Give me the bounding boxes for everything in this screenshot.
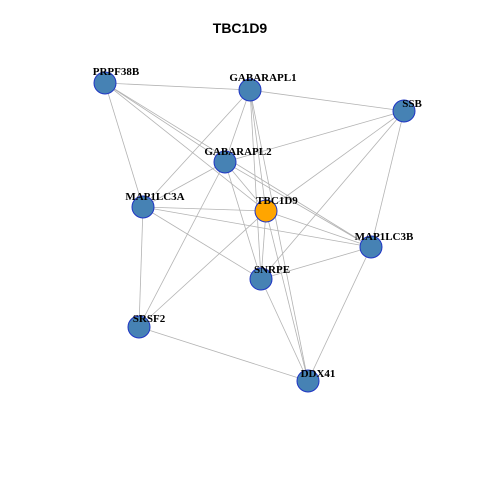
node-circle-snrpe [249, 267, 273, 291]
edge-prpf38b-gabarapl2 [104, 82, 226, 163]
node-ddx41: DDX41 [296, 368, 336, 393]
edge-prpf38b-map1lc3a [104, 82, 144, 208]
node-label-ssb: SSB [402, 98, 422, 110]
edge-prpf38b-map1lc3b [104, 82, 372, 248]
edge-ssb-tbc1d9 [265, 110, 405, 212]
node-label-tbc1d9: TBC1D9 [256, 195, 298, 207]
edge-gabarapl2-map1lc3a [142, 161, 226, 208]
edge-gabarapl2-snrpe [224, 161, 262, 280]
edge-snrpe-ddx41 [260, 278, 309, 382]
edge-prpf38b-gabarapl1 [104, 82, 251, 91]
edge-ssb-snrpe [260, 110, 405, 280]
edge-gabarapl2-map1lc3b [224, 161, 372, 248]
edge-map1lc3a-snrpe [142, 206, 262, 280]
node-circle-ssb [392, 99, 416, 123]
edge-ssb-gabarapl2 [224, 110, 405, 163]
node-circle-ddx41 [296, 369, 320, 393]
node-circle-tbc1d9 [254, 199, 278, 223]
node-snrpe: SNRPE [249, 264, 290, 291]
node-gabarapl2: GABARAPL2 [204, 146, 272, 174]
edge-map1lc3b-snrpe [260, 246, 372, 280]
edge-map1lc3a-map1lc3b [142, 206, 372, 248]
node-circle-gabarapl1 [238, 78, 262, 102]
edge-gabarapl2-srsf2 [138, 161, 226, 328]
edge-gabarapl1-snrpe [249, 89, 262, 280]
node-srsf2: SRSF2 [127, 313, 166, 339]
node-label-map1lc3a: MAP1LC3A [125, 191, 184, 203]
node-tbc1d9: TBC1D9 [254, 195, 298, 223]
edge-tbc1d9-ddx41 [265, 210, 309, 382]
node-circle-map1lc3b [359, 235, 383, 259]
edge-map1lc3a-srsf2 [138, 206, 144, 328]
node-label-prpf38b: PRPF38B [93, 66, 140, 78]
edge-tbc1d9-map1lc3b [265, 210, 372, 248]
node-circle-map1lc3a [131, 195, 155, 219]
node-label-srsf2: SRSF2 [133, 313, 166, 325]
node-label-ddx41: DDX41 [301, 368, 336, 380]
edge-tbc1d9-srsf2 [138, 210, 267, 328]
edge-prpf38b-tbc1d9 [104, 82, 267, 212]
edge-srsf2-ddx41 [138, 326, 309, 382]
edge-ssb-map1lc3b [370, 110, 405, 248]
node-map1lc3b: MAP1LC3B [355, 231, 414, 259]
edge-map1lc3a-tbc1d9 [142, 206, 267, 212]
node-gabarapl1: GABARAPL1 [229, 72, 297, 102]
node-label-snrpe: SNRPE [254, 264, 290, 276]
node-label-map1lc3b: MAP1LC3B [355, 231, 414, 243]
node-circle-prpf38b [93, 71, 117, 95]
edge-layer [104, 82, 405, 382]
figure-title: TBC1D9 [212, 20, 268, 36]
node-label-gabarapl1: GABARAPL1 [229, 72, 296, 84]
node-map1lc3a: MAP1LC3A [125, 191, 185, 219]
node-circle-gabarapl2 [213, 150, 237, 174]
node-circle-srsf2 [127, 315, 151, 339]
edge-gabarapl1-map1lc3a [142, 89, 251, 208]
edge-gabarapl1-ssb [249, 89, 405, 112]
edge-gabarapl1-gabarapl2 [224, 89, 251, 163]
edge-map1lc3b-ddx41 [307, 246, 372, 382]
node-ssb: SSB [392, 98, 422, 123]
node-prpf38b: PRPF38B [93, 66, 140, 95]
edge-gabarapl1-ddx41 [249, 89, 309, 382]
edge-gabarapl1-tbc1d9 [249, 89, 267, 212]
node-label-gabarapl2: GABARAPL2 [204, 146, 272, 158]
